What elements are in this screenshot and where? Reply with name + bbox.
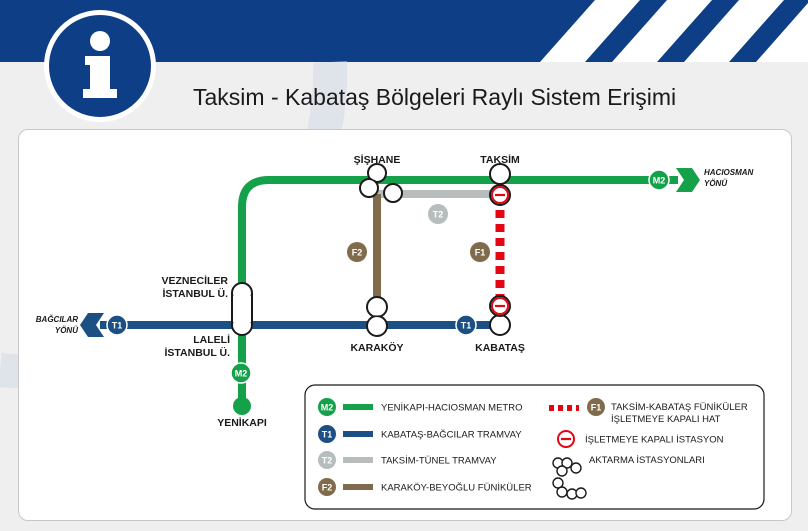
- legend-t1: T1 KABATAŞ-BAĞCILAR TRAMVAY: [318, 425, 522, 443]
- direction-hacıosman: HACIOSMAN: [704, 168, 754, 177]
- m2-line: [238, 176, 678, 405]
- header-stripe: [612, 0, 712, 62]
- svg-text:F1: F1: [591, 403, 602, 413]
- direction-hacıosman-sub: YÖNÜ: [704, 179, 727, 188]
- svg-text:T1: T1: [322, 430, 333, 440]
- svg-text:İŞLETMEYE KAPALI İSTASYON: İŞLETMEYE KAPALI İSTASYON: [585, 435, 724, 446]
- closed-station-icon: [491, 186, 509, 204]
- legend-closed-station: İŞLETMEYE KAPALI İSTASYON: [557, 430, 724, 448]
- transfer-icon: [552, 457, 582, 477]
- svg-text:T1: T1: [112, 321, 123, 331]
- svg-text:TAKSİM-KABATAŞ FÜNİKÜLER: TAKSİM-KABATAŞ FÜNİKÜLER: [611, 402, 748, 413]
- svg-text:T2: T2: [322, 456, 333, 466]
- svg-text:TAKSİM-TÜNEL TRAMVAY: TAKSİM-TÜNEL TRAMVAY: [381, 456, 497, 467]
- svg-text:M2: M2: [653, 176, 666, 186]
- svg-text:F1: F1: [475, 248, 486, 258]
- svg-text:F2: F2: [322, 483, 333, 493]
- legend-f2: F2 KARAKÖY-BEYOĞLU FÜNİKÜLER: [318, 478, 532, 496]
- station-label-yenikapi: YENİKAPI: [217, 416, 267, 429]
- svg-text:İŞLETMEYE KAPALI HAT: İŞLETMEYE KAPALI HAT: [611, 414, 721, 425]
- svg-text:F2: F2: [352, 248, 363, 258]
- station-label-karakoy: KARAKÖY: [350, 341, 403, 354]
- f2-badge: F2: [347, 242, 367, 262]
- svg-text:T1: T1: [461, 321, 472, 331]
- svg-text:YENİKAPI-HACIOSMAN METRO: YENİKAPI-HACIOSMAN METRO: [381, 403, 522, 414]
- legend-f1: F1 TAKSİM-KABATAŞ FÜNİKÜLER İŞLETMEYE KA…: [549, 398, 748, 425]
- header-stripe: [684, 0, 784, 62]
- station-yenikapi: [233, 397, 251, 415]
- header-stripe: [756, 3, 808, 62]
- m2-badge: M2: [648, 169, 670, 191]
- header-stripe: [540, 0, 640, 62]
- t1-badge: T1: [106, 314, 128, 336]
- station-vezneciler-laleli: [231, 282, 253, 336]
- svg-text:KARAKÖY-BEYOĞLU FÜNİKÜLER: KARAKÖY-BEYOĞLU FÜNİKÜLER: [381, 483, 532, 494]
- closed-station-icon: [491, 297, 509, 315]
- svg-text:T2: T2: [433, 210, 444, 220]
- m2-arrow: [676, 168, 700, 192]
- legend-transfer: AKTARMA İSTASYONLARI: [552, 455, 705, 500]
- station-label-sishane: ŞİŞHANE: [354, 153, 401, 166]
- t1-badge: T1: [455, 314, 477, 336]
- m2-badge: M2: [230, 362, 252, 384]
- f1-badge: F1: [470, 242, 490, 262]
- transfer-icon: [552, 477, 587, 500]
- page-title: Taksim - Kabataş Bölgeleri Raylı Sistem …: [193, 84, 677, 110]
- station-label-laleli-sub: İSTANBUL Ü.: [164, 346, 230, 359]
- station-label-vezneciler: VEZNECİLER: [161, 274, 228, 287]
- station-karakoy: [366, 296, 388, 337]
- svg-text:AKTARMA İSTASYONLARI: AKTARMA İSTASYONLARI: [589, 455, 705, 466]
- svg-text:KABATAŞ-BAĞCILAR TRAMVAY: KABATAŞ-BAĞCILAR TRAMVAY: [381, 430, 522, 441]
- legend-box: [304, 384, 765, 510]
- station-label-laleli: LALELİ: [193, 333, 230, 346]
- station-label-kabatas: KABATAŞ: [475, 342, 525, 354]
- direction-bagcilar: BAĞCILAR: [36, 315, 78, 324]
- station-label-vezneciler-sub: İSTANBUL Ü.: [162, 287, 228, 300]
- direction-bagcilar-sub: YÖNÜ: [55, 326, 78, 335]
- station-sishane: [359, 163, 403, 203]
- t2-badge: T2: [428, 204, 448, 224]
- svg-text:M2: M2: [235, 369, 248, 379]
- legend-t2: T2 TAKSİM-TÜNEL TRAMVAY: [318, 451, 497, 469]
- station-label-taksim: TAKSİM: [480, 153, 520, 166]
- legend-m2: M2 YENİKAPI-HACIOSMAN METRO: [318, 398, 522, 416]
- info-icon: [44, 10, 156, 122]
- header-stripes: [540, 0, 808, 62]
- svg-text:M2: M2: [321, 403, 334, 413]
- t1-arrow: [80, 313, 104, 337]
